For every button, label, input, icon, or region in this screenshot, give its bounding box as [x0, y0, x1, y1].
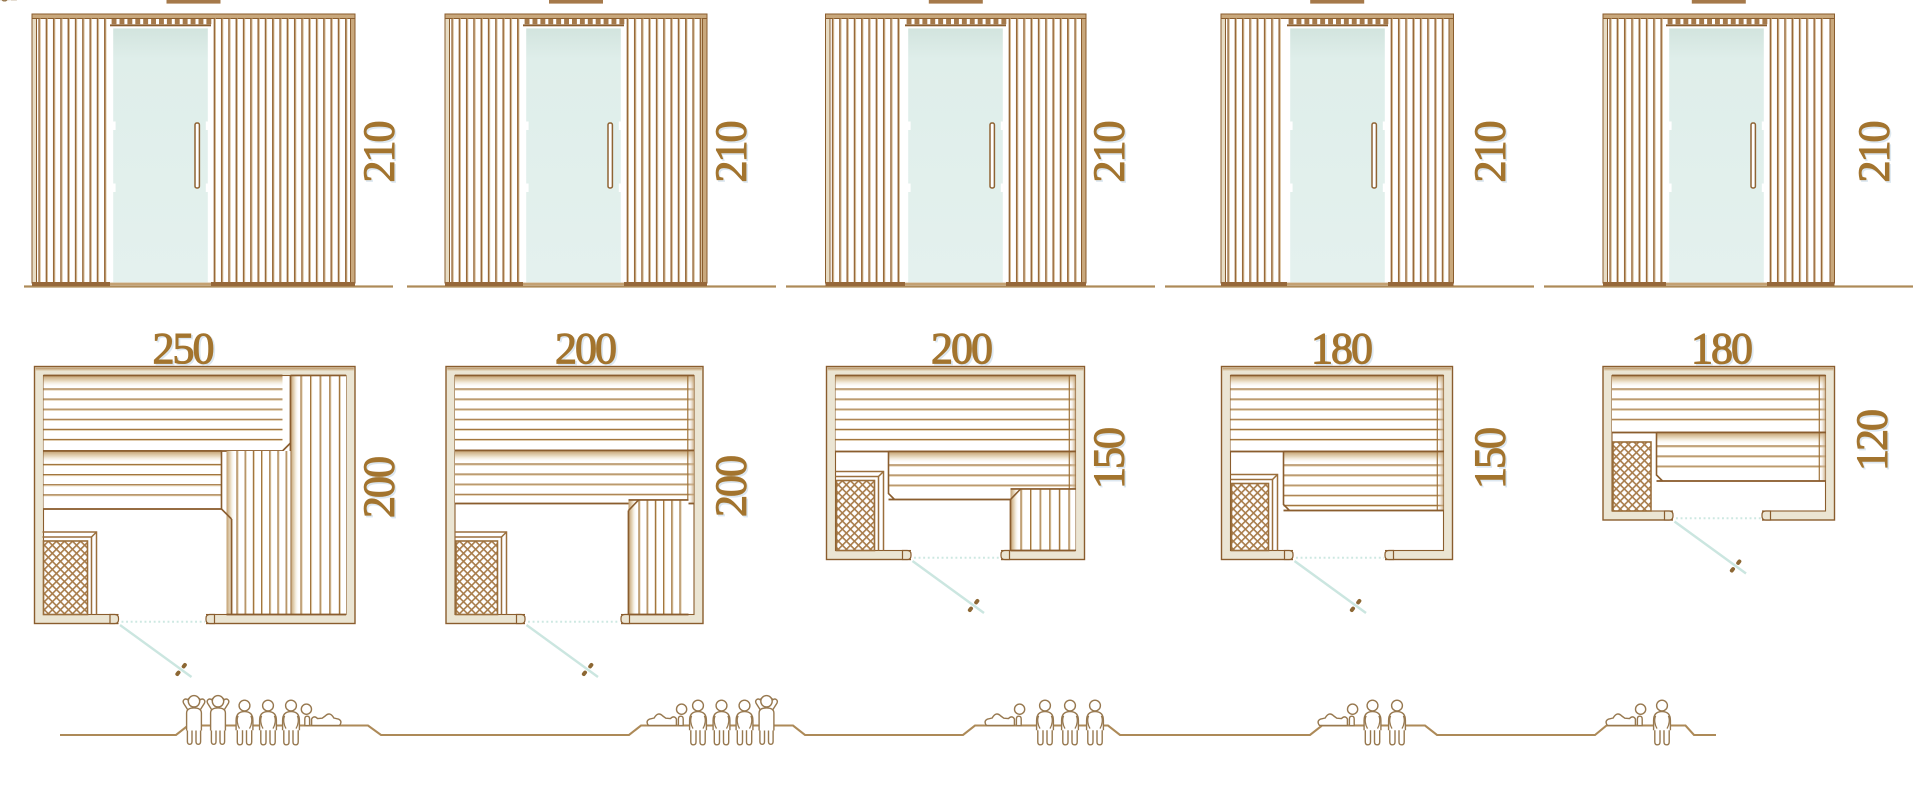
svg-text:210: 210 — [1851, 123, 1900, 184]
svg-text:180: 180 — [1311, 324, 1372, 373]
svg-text:210: 210 — [356, 123, 405, 184]
svg-text:120: 120 — [1849, 412, 1898, 473]
svg-text:210: 210 — [1085, 122, 1134, 183]
svg-text:210: 210 — [1086, 123, 1135, 184]
svg-text:210: 210 — [355, 122, 404, 183]
svg-text:180: 180 — [1313, 326, 1374, 375]
svg-text:250: 250 — [153, 324, 214, 373]
svg-text:150: 150 — [1086, 430, 1135, 491]
svg-text:210: 210 — [1466, 122, 1515, 183]
svg-text:180: 180 — [1691, 324, 1752, 373]
svg-text:200: 200 — [557, 326, 618, 375]
svg-text:180: 180 — [1693, 326, 1754, 375]
svg-text:200: 200 — [708, 458, 757, 519]
svg-text:200: 200 — [555, 324, 616, 373]
svg-text:150: 150 — [1085, 428, 1134, 489]
svg-text:150: 150 — [1467, 430, 1516, 491]
svg-text:200: 200 — [933, 326, 994, 375]
svg-text:200: 200 — [707, 456, 756, 517]
svg-text:150: 150 — [1466, 428, 1515, 489]
svg-text:120: 120 — [1848, 410, 1897, 471]
svg-text:200: 200 — [356, 459, 405, 520]
svg-text:210: 210 — [708, 123, 757, 184]
svg-text:200: 200 — [355, 457, 404, 518]
svg-text:210: 210 — [707, 122, 756, 183]
svg-text:200: 200 — [931, 324, 992, 373]
svg-text:210: 210 — [1850, 122, 1899, 183]
svg-text:210: 210 — [1467, 123, 1516, 184]
svg-text:250: 250 — [154, 326, 215, 375]
